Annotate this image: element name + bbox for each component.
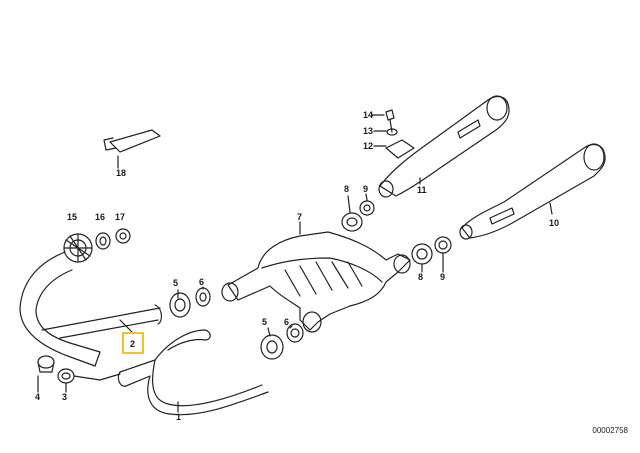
label-part-8-lower: 8 [418,272,424,282]
label-part-16: 16 [95,212,106,222]
part-9-ring-upper [359,193,375,216]
part-6-ring-lower [286,323,304,343]
part-6-ring-upper [195,286,211,307]
label-part-17: 17 [115,212,126,222]
drawing-code: 00002758 [592,426,628,435]
label-part-6-upper: 6 [199,277,205,287]
label-part-8-upper: 8 [344,184,350,194]
part-5-clamp-upper [169,289,191,318]
part-5-clamp-lower [260,327,284,360]
highlight-part-2: 2 [122,332,144,354]
label-part-15: 15 [67,212,78,222]
label-part-14: 14 [363,110,374,120]
part-11-upper-muffler [378,95,510,198]
part-10-lower-muffler [459,143,606,240]
label-part-4: 4 [35,392,41,402]
part-15-gasket [63,233,93,263]
label-part-3: 3 [62,392,68,402]
part-9-ring-lower [434,236,452,273]
label-part-13: 13 [363,126,374,136]
part-17-ring [115,228,131,244]
label-part-1: 1 [176,412,182,422]
label-part-6-lower: 6 [284,317,290,327]
label-part-2: 2 [130,339,136,349]
part-3-clamp [57,368,121,393]
label-part-18: 18 [116,168,127,178]
part-2-left-header-pipe [19,251,162,367]
label-part-9-lower: 9 [440,272,446,282]
label-part-9-upper: 9 [363,184,369,194]
part-8-clamp-lower [411,243,433,273]
label-part-7: 7 [297,212,303,222]
label-part-12: 12 [363,141,374,151]
part-7-collector-box [221,221,411,333]
label-part-5-upper: 5 [173,278,179,288]
part-1-right-header-pipe [117,329,269,416]
part-12-bracket [373,139,415,159]
label-part-10: 10 [549,218,560,228]
label-part-11: 11 [417,185,427,195]
label-part-5-lower: 5 [262,317,268,327]
part-18-bracket [103,129,161,169]
part-8-clamp-upper [341,195,363,232]
part-14-bolt [371,109,395,133]
part-4-clamp [37,355,55,393]
part-13-washer [373,128,398,136]
part-16-ring [95,232,111,250]
